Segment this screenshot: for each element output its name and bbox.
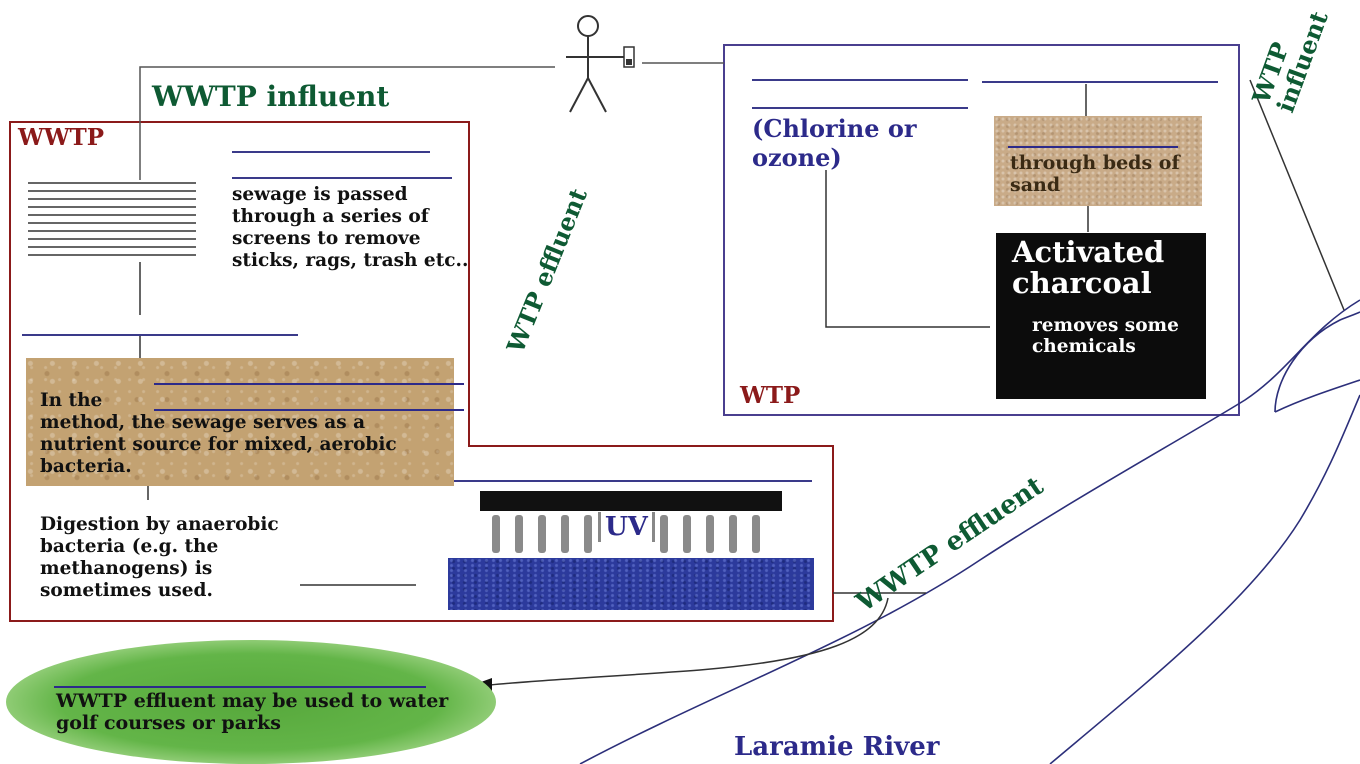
wtp-border (723, 44, 1240, 416)
wwtp-influent-label: WWTP influent (152, 80, 390, 113)
charcoal-title: Activated charcoal (1012, 235, 1165, 300)
laramie-river-label: Laramie River (734, 732, 940, 762)
activated-charcoal-box: Activated charcoal removes some chemical… (996, 233, 1206, 399)
screens-description: sewage is passed through a series of scr… (232, 184, 469, 271)
wtp-title: WTP (740, 382, 801, 409)
cup-icon (623, 46, 635, 68)
method-prefix: In the (40, 390, 103, 411)
uv-water (448, 558, 814, 610)
influent-line (139, 66, 555, 180)
chlorine-ozone-text: (Chlorine or ozone) (752, 114, 917, 172)
uv-lamps (492, 515, 760, 553)
method-description: method, the sewage serves as a nutrient … (40, 412, 397, 477)
uv-lamp-housing (480, 491, 782, 511)
sand-text: through beds of sand (1010, 152, 1180, 196)
activated-sludge-box: In the method, the sewage serves as a nu… (26, 358, 464, 486)
sand-bed-box: through beds of sand (994, 116, 1202, 206)
charcoal-description: removes some chemicals (1032, 315, 1179, 357)
screens-icon (28, 182, 196, 256)
golf-text: WWTP effluent may be used to water golf … (56, 690, 449, 734)
digestion-description: Digestion by anaerobic bacteria (e.g. th… (40, 514, 279, 601)
uv-label: UV (598, 512, 655, 542)
river-banks (579, 299, 1360, 764)
person-icon (566, 15, 628, 113)
golf-ellipse: WWTP effluent may be used to water golf … (6, 640, 496, 764)
wwtp-title: WWTP (18, 124, 105, 151)
wwtp-border (9, 121, 834, 622)
